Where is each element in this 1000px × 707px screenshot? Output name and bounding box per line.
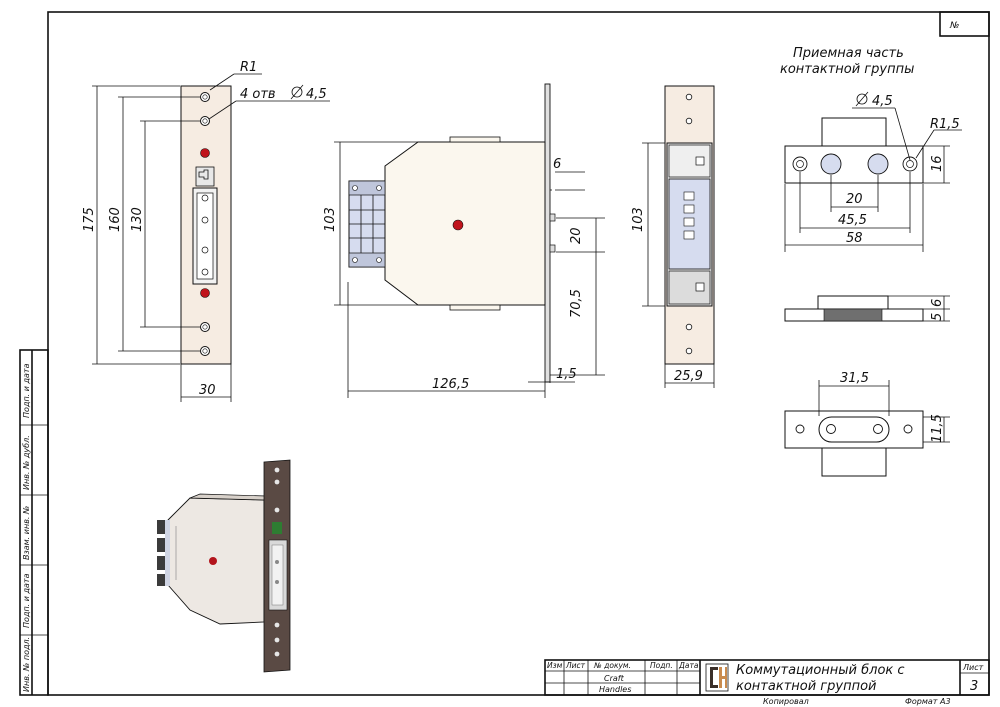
side-stamp-label-2: Инв. № дубл. — [22, 435, 31, 490]
dim-1-5: 1,5 — [556, 367, 577, 382]
format-label: Формат А3 — [905, 697, 951, 706]
side-stamp-label-1: Подп. и дата — [22, 363, 31, 418]
dim-70-5: 70,5 — [569, 289, 584, 318]
receiver-dim-diam: 4,5 — [872, 94, 893, 109]
red-screw — [200, 148, 210, 158]
developer-line-1: Craft — [604, 674, 625, 683]
front-view: 103 25,9 — [631, 85, 715, 388]
dim-126-5: 126,5 — [432, 377, 469, 392]
diameter-symbol — [855, 91, 869, 107]
strike-plate-view: R1 4 отв 4,5 175 160 130 30 — [82, 60, 330, 402]
dim-holes: 4 отв — [240, 87, 276, 102]
receiver-dim-31-5: 31,5 — [840, 371, 869, 386]
header-sign: Подп. — [650, 661, 673, 670]
number-box — [939, 11, 990, 37]
copied-label: Копировал — [763, 697, 809, 706]
receiver-title-line-2: контактной группы — [780, 62, 914, 77]
contact-pad — [820, 153, 842, 175]
dim-30: 30 — [199, 383, 216, 398]
drawing-title-line-1: Коммутационный блок с — [736, 663, 905, 678]
dim-130: 130 — [130, 207, 145, 232]
dim-103-front: 103 — [631, 207, 646, 232]
isometric-view — [157, 459, 291, 673]
side-stamp-label-3: Взам. инв. № — [22, 506, 31, 560]
receiver-part-view: Приемная часть контактной группы 4,5 R1,… — [780, 46, 962, 477]
lock-body — [384, 141, 546, 306]
red-screw — [200, 288, 210, 298]
receiver-title-line-1: Приемная часть — [793, 46, 904, 61]
receiver-dim-58: 58 — [846, 231, 863, 246]
receiver-dim-6: 6 — [930, 299, 945, 307]
side-stamp-label-4: Подп. и дата — [22, 573, 31, 628]
receiver-dim-20: 20 — [846, 192, 863, 207]
contact-pin — [549, 244, 556, 253]
mounting-holes — [200, 92, 210, 356]
receiver-dim-5: 5 — [930, 313, 945, 321]
dim-20: 20 — [569, 227, 584, 244]
title-block: Изм Лист № докум. Подп. Дата Craft Handl… — [544, 659, 990, 696]
dim-r1: R1 — [240, 60, 257, 75]
connector-block — [348, 180, 386, 268]
side-stamp: Подп. и дата Инв. № дубл. Взам. инв. № П… — [19, 349, 49, 696]
receiver-dim-r1-5: R1,5 — [930, 117, 960, 132]
contact-pad — [867, 153, 889, 175]
drawing-title-line-2: контактной группой — [736, 679, 876, 694]
dim-hole-diam: 4,5 — [306, 87, 327, 102]
receiver-dim-45-5: 45,5 — [838, 213, 867, 228]
receiver-dim-16: 16 — [930, 155, 945, 172]
red-screw — [209, 557, 217, 565]
header-izm: Изм — [547, 661, 563, 670]
dim-160: 160 — [108, 207, 123, 232]
craft-handles-logo — [705, 663, 729, 692]
iso-connector — [157, 520, 170, 586]
diameter-symbol — [290, 84, 304, 100]
receiver-dim-11-5: 11,5 — [930, 414, 945, 443]
header-list: Лист — [565, 661, 586, 670]
header-date: Дата — [678, 661, 699, 670]
red-screw — [452, 219, 464, 231]
sheet-number: 3 — [970, 679, 978, 694]
receiver-plate-top — [784, 145, 924, 184]
contact-pin — [549, 213, 556, 222]
dim-25-9: 25,9 — [674, 369, 703, 384]
header-doc: № докум. — [593, 661, 631, 670]
developer-line-2: Handles — [599, 685, 631, 694]
body-side-view: 103 6 20 70,5 126,5 1,5 — [323, 83, 605, 398]
dim-6: 6 — [553, 157, 561, 172]
number-label: № — [949, 21, 959, 31]
side-stamp-label-5: Инв. № подл. — [22, 637, 31, 692]
sheet-label: Лист — [962, 663, 984, 672]
dim-175: 175 — [82, 207, 97, 232]
dim-103-side: 103 — [323, 207, 338, 232]
faceplate-edge — [544, 83, 551, 383]
